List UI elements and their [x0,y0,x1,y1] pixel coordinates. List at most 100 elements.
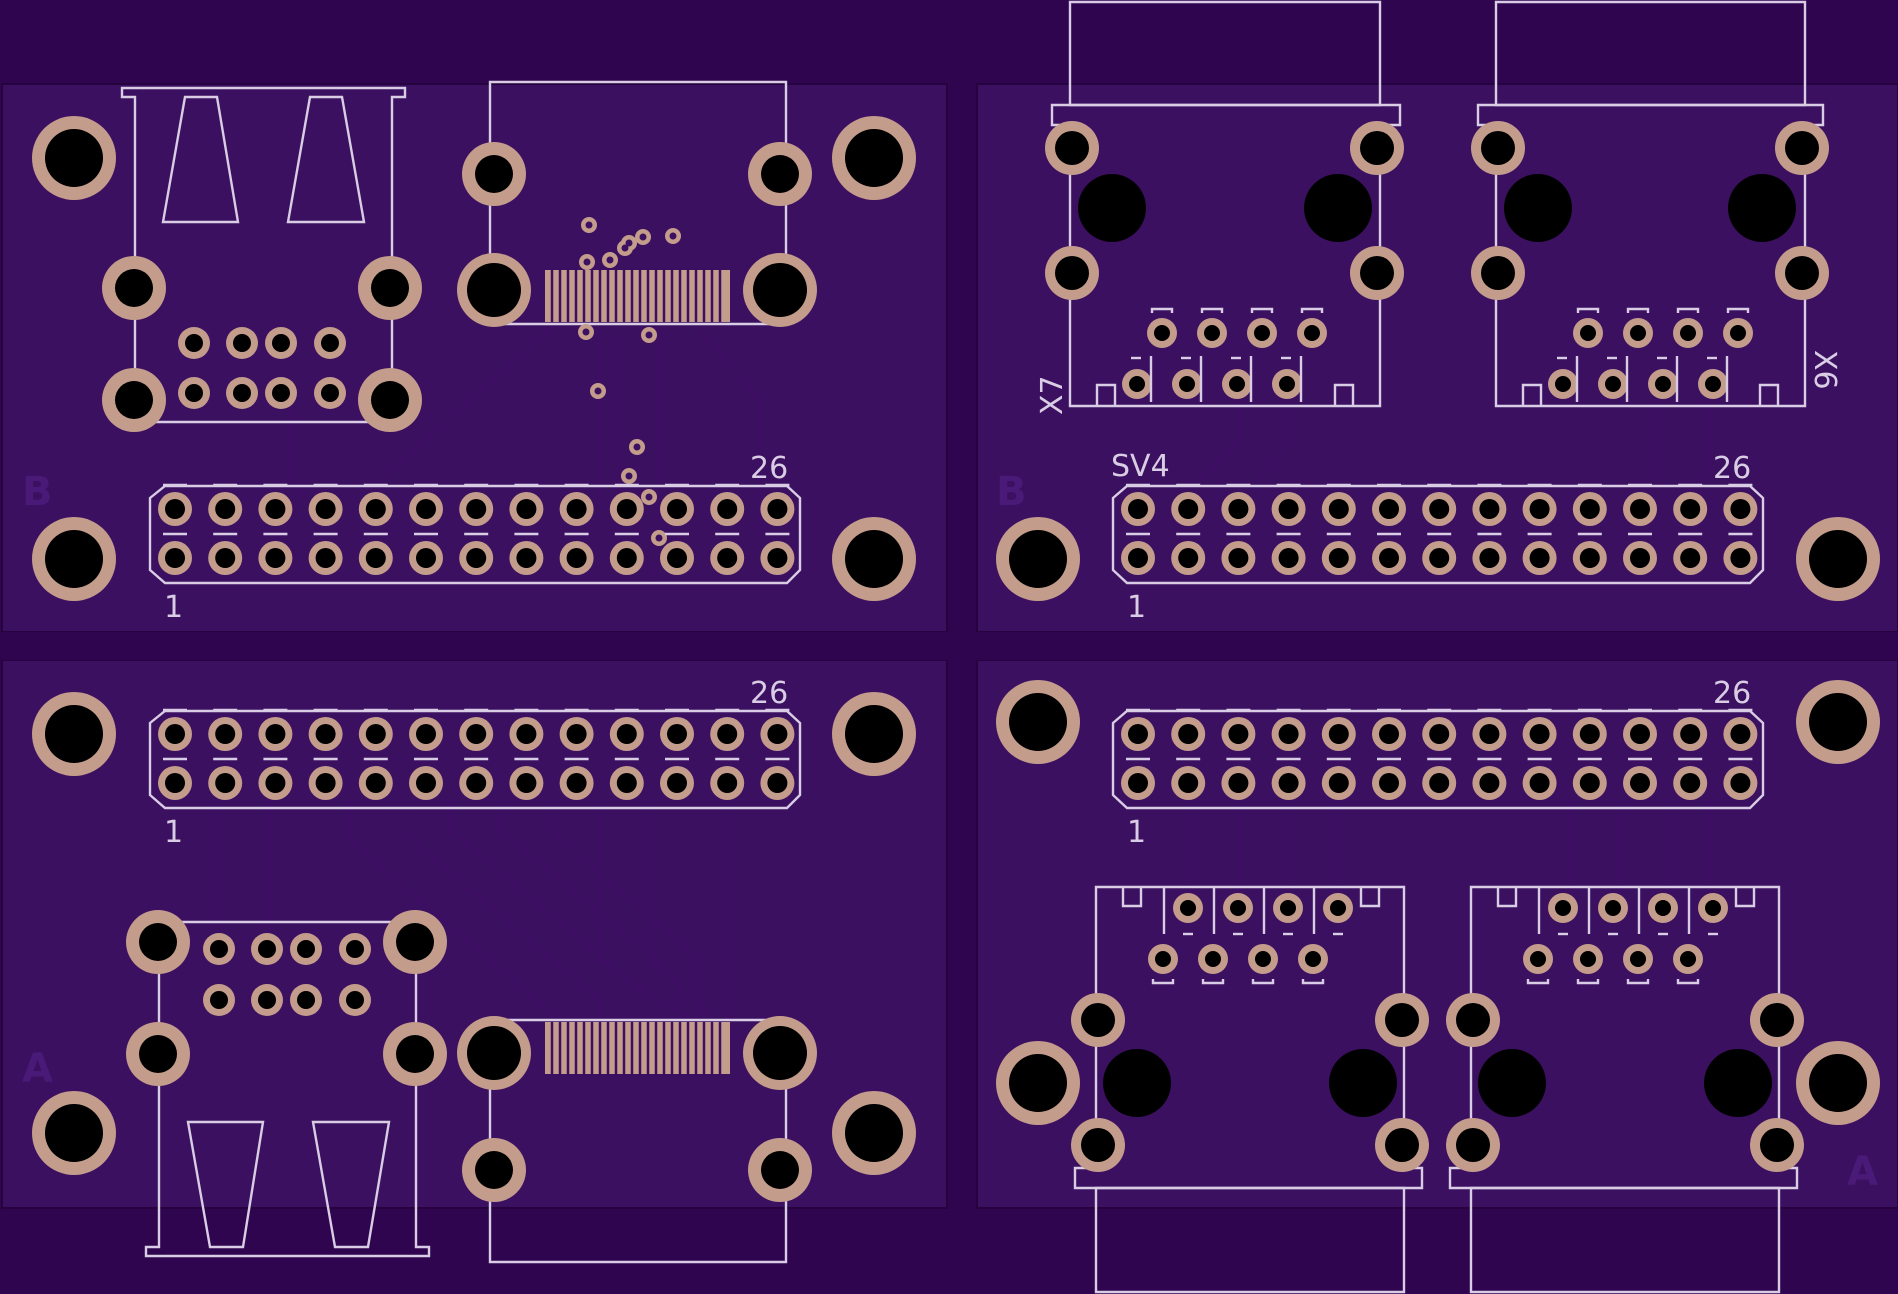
header-pin [459,766,494,800]
rj45-pin [1248,944,1278,974]
mount-hole [1796,680,1880,764]
header-pin [1673,717,1708,751]
header-pin [609,717,644,751]
header-pin [559,717,594,751]
pin-bracket [1151,888,1175,985]
header-last-pin-label: 26 [750,451,788,486]
rj45-jack-left-bottom [1071,885,1429,1294]
mount-hole [832,692,916,776]
rj45-pin [1573,318,1603,348]
rj45-pin [1122,369,1152,399]
header-pin [1522,541,1557,575]
ffc-connector-top [457,80,817,546]
header-pin [308,717,343,751]
header-pin [459,492,494,526]
rj45-jack-right-top [1471,0,1829,408]
rj45-pin [1222,369,1252,399]
pin-bracket [1626,888,1650,985]
header-pin [509,492,544,526]
header-pin [1121,717,1155,751]
pin-bracket [1199,307,1224,402]
header-pin [1623,492,1657,526]
header-pin [459,717,494,751]
pin-bracket [1725,307,1750,402]
header-pin [609,766,644,800]
header-pin [1422,766,1457,800]
rj45-pin [1173,893,1203,923]
header-first-pin-label: 1 [1127,815,1146,850]
rj45-pin [1723,318,1753,348]
header-pin [1321,717,1356,751]
header-pin [710,492,745,526]
mount-hole [832,116,916,200]
header-pin [1372,717,1406,751]
header-pin [1522,766,1557,800]
header-pin [760,766,795,800]
mount-hole [32,116,116,200]
side-mark-top-right: B [996,469,1027,515]
header-pin [208,717,243,751]
mount-hole [32,1091,116,1175]
header-pin [158,541,192,575]
jack-designator-x6: X6 [1807,350,1842,390]
pin-bracket [1149,307,1174,402]
mount-hole [1796,517,1880,601]
header-pin [258,541,293,575]
usb-connector-bottom [126,910,447,1258]
header-pin [559,492,594,526]
header-pin [1321,541,1356,575]
header-pin [1372,766,1406,800]
rj45-pin [1148,944,1178,974]
header-pin [358,541,393,575]
header-pin [1422,492,1457,526]
header-last-pin-label: 26 [1713,676,1751,711]
header-pin [1121,492,1155,526]
header-pin [710,541,745,575]
rj45-pin [1698,369,1728,399]
pin-bracket [1675,307,1700,402]
mount-hole [32,517,116,601]
rj45-pin [1298,944,1328,974]
rj45-jack-right-bottom [1446,885,1804,1294]
rj45-pin [1198,944,1228,974]
pin-bracket [1526,888,1550,985]
header-pin [1422,541,1457,575]
header-pin [1422,717,1457,751]
rj45-pin [1247,318,1277,348]
header-pin [158,717,192,751]
header-pin [609,492,644,526]
pin-bracket [1625,307,1650,402]
pin-bracket [1301,888,1325,985]
pin-bracket [1575,307,1600,402]
header-pin [710,717,745,751]
header-pin [1221,766,1256,800]
jack-designator-x7: X7 [1035,375,1070,415]
header-pin [358,717,393,751]
header-last-pin-label: 26 [1713,451,1751,486]
header-pin [258,492,293,526]
header-pin [1623,717,1657,751]
pin-bracket [1299,307,1324,402]
rj45-pin [1548,893,1578,923]
rj45-pin [1648,893,1678,923]
rj45-pin [1297,318,1327,348]
header-last-pin-label: 26 [750,676,788,711]
header-pin [760,541,795,575]
header-pin [1221,717,1256,751]
header-pin [1572,717,1607,751]
header-pin [308,766,343,800]
rj45-pin [1623,944,1653,974]
header-pin [1171,541,1206,575]
header-pin [158,766,192,800]
header-first-pin-label: 1 [164,590,183,625]
rj45-pin [1523,944,1553,974]
board-top-right [976,83,1898,633]
pin-header-bottom-right: 26 1 [1111,676,1765,850]
pin-header-top-left: 26 1 [148,451,802,625]
pin-bracket [1676,888,1700,985]
header-pin [308,541,343,575]
header-pin [509,766,544,800]
header-pin [1673,541,1708,575]
header-pin [1121,766,1155,800]
header-pin [660,717,694,751]
